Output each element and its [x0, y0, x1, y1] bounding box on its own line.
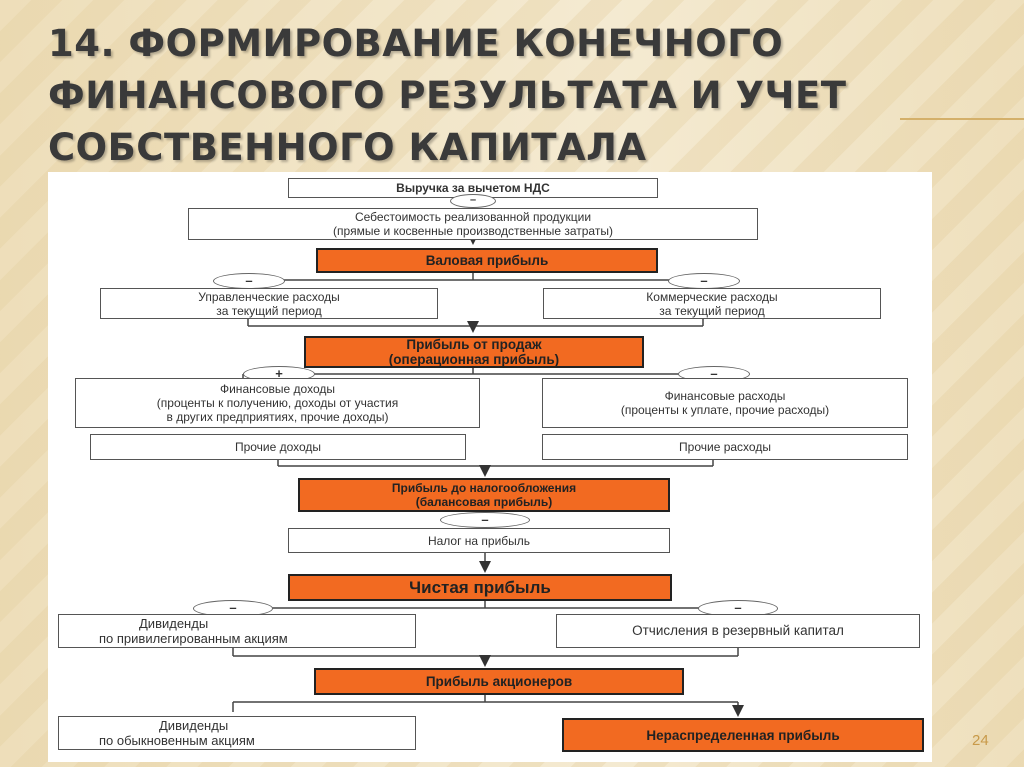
financial-income-box: Финансовые доходы (проценты к получению,…	[75, 378, 480, 428]
revenue-label: Выручка за вычетом НДС	[396, 181, 550, 195]
title-line-1: 14. ФОРМИРОВАНИЕ КОНЕЧНОГО	[48, 22, 784, 65]
admin-expenses-box: Управленческие расходы за текущий период	[100, 288, 438, 319]
common-div-line-1: Дивиденды	[159, 718, 229, 733]
shareholder-profit-label: Прибыль акционеров	[425, 674, 573, 689]
pretax-line-1: Прибыль до налогообложения	[391, 481, 577, 495]
minus-operator: –	[440, 512, 530, 528]
financial-expenses-box: Финансовые расходы (проценты к уплате, п…	[542, 378, 908, 428]
pretax-profit-box: Прибыль до налогообложения (балансовая п…	[298, 478, 670, 512]
pref-div-line-2: по привилегированным акциям	[99, 631, 288, 646]
title-line-2: ФИНАНСОВОГО РЕЗУЛЬТАТА И УЧЕТ	[48, 74, 847, 117]
retained-earnings-box: Нераспределенная прибыль	[562, 718, 924, 752]
preferred-dividends-box: Дивиденды по привилегированным акциям	[58, 614, 416, 648]
common-dividends-box: Дивиденды по обыкновенным акциям	[58, 716, 416, 750]
pretax-line-2: (балансовая прибыль)	[415, 495, 553, 509]
reserve-capital-box: Отчисления в резервный капитал	[556, 614, 920, 648]
commercial-line-1: Коммерческие расходы	[646, 289, 778, 304]
other-expenses-box: Прочие расходы	[542, 434, 908, 460]
fin-income-line-2: (проценты к получению, доходы от участия	[156, 396, 399, 410]
other-income-box: Прочие доходы	[90, 434, 466, 460]
other-expenses-label: Прочие расходы	[679, 440, 771, 454]
gross-profit-label: Валовая прибыль	[425, 253, 549, 268]
common-div-line-2: по обыкновенным акциям	[99, 733, 255, 748]
sales-profit-line-2: (операционная прибыль)	[388, 352, 560, 367]
net-profit-label: Чистая прибыль	[409, 578, 551, 597]
commercial-line-2: за текущий период	[659, 303, 765, 318]
cost-line-1: Себестоимость реализованной продукции	[354, 210, 592, 224]
page-number: 24	[972, 732, 989, 749]
fin-expense-line-1: Финансовые расходы	[664, 389, 786, 403]
fin-income-line-1: Финансовые доходы	[219, 382, 335, 396]
admin-line-1: Управленческие расходы	[198, 289, 340, 304]
fin-expense-line-2: (проценты к уплате, прочие расходы)	[620, 403, 830, 417]
minus-operator: –	[450, 194, 496, 208]
decorative-line	[900, 118, 1024, 120]
other-income-label: Прочие доходы	[234, 440, 322, 454]
admin-line-2: за текущий период	[216, 303, 322, 318]
fin-income-line-3: в других предприятиях, прочие доходы)	[166, 410, 389, 424]
flow-diagram: Выручка за вычетом НДС – Себестоимость р…	[48, 172, 932, 762]
shareholder-profit-box: Прибыль акционеров	[314, 668, 684, 695]
commercial-expenses-box: Коммерческие расходы за текущий период	[543, 288, 881, 319]
minus-operator: –	[213, 273, 285, 289]
retained-earnings-label: Нераспределенная прибыль	[646, 727, 840, 743]
income-tax-label: Налог на прибыль	[427, 533, 531, 548]
cost-of-sales-box: Себестоимость реализованной продукции (п…	[188, 208, 758, 240]
income-tax-box: Налог на прибыль	[288, 528, 670, 553]
sales-profit-line-1: Прибыль от продаж	[406, 337, 542, 352]
net-profit-box: Чистая прибыль	[288, 574, 672, 601]
pref-div-line-1: Дивиденды	[139, 616, 209, 631]
cost-line-2: (прямые и косвенные производственные зат…	[333, 224, 613, 238]
gross-profit-box: Валовая прибыль	[316, 248, 658, 273]
minus-operator: –	[668, 273, 740, 289]
sales-profit-box: Прибыль от продаж (операционная прибыль)	[304, 336, 644, 368]
reserve-capital-label: Отчисления в резервный капитал	[632, 623, 844, 638]
